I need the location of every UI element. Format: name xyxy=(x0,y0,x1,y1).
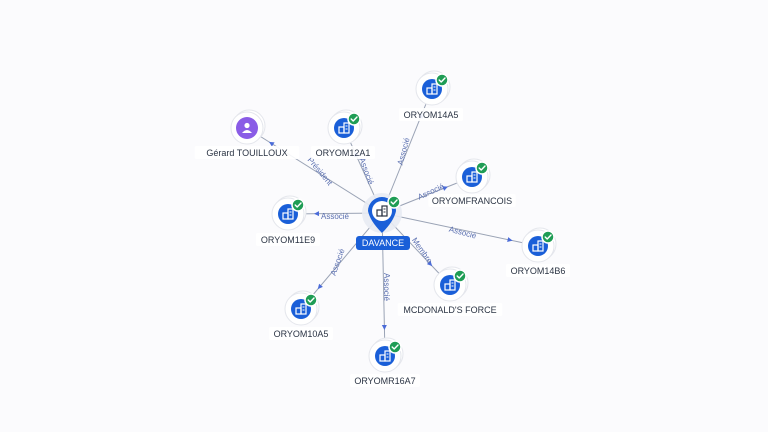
node-mcdonalds[interactable]: MCDONALD'S FORCE xyxy=(397,266,503,316)
edge-arrow-oryomr16a7 xyxy=(381,324,387,331)
node-label: ORYOMFRANCOIS xyxy=(432,196,512,206)
center-node[interactable]: DAVANCE xyxy=(356,193,410,250)
node-oryom10a5[interactable]: ORYOM10A5 xyxy=(268,290,334,340)
verified-check-icon xyxy=(387,195,401,209)
verified-check-icon xyxy=(388,340,402,354)
edge-label-mcdonalds: Membre xyxy=(410,236,435,266)
building-icon xyxy=(282,208,294,220)
node-oryom11e9[interactable]: ORYOM11E9 xyxy=(255,195,321,246)
node-label: Gérard TOUILLOUX xyxy=(206,148,287,158)
building-icon xyxy=(466,171,478,183)
building-icon xyxy=(376,205,388,217)
building-icon xyxy=(426,83,438,95)
edge-label-oryom14b6: Associé xyxy=(448,225,478,241)
edge-label-oryomr16a7: Associé xyxy=(382,273,391,302)
verified-check-icon xyxy=(435,73,449,87)
node-label: ORYOM11E9 xyxy=(261,235,315,245)
verified-check-icon xyxy=(453,269,467,283)
node-gerard[interactable]: Gérard TOUILLOUX xyxy=(194,109,300,159)
verified-check-icon xyxy=(347,112,361,126)
edge-label-oryom14a5: Associé xyxy=(396,136,412,166)
node-oryom14b6[interactable]: ORYOM14B6 xyxy=(505,227,571,277)
node-label: ORYOM12A1 xyxy=(316,148,371,158)
verified-check-icon xyxy=(541,230,555,244)
edge-label-oryom12a1: Associé xyxy=(357,156,375,186)
building-icon xyxy=(295,303,307,315)
verified-check-icon xyxy=(304,293,318,307)
building-icon xyxy=(532,240,544,252)
node-label: ORYOMR16A7 xyxy=(354,376,415,386)
node-label: ORYOM14A5 xyxy=(404,110,459,120)
center-label: DAVANCE xyxy=(362,238,404,248)
verified-check-icon xyxy=(291,198,305,212)
node-oryomfrancois[interactable]: ORYOMFRANCOIS xyxy=(428,158,516,207)
edge-arrow-gerard xyxy=(269,141,275,147)
edge-arrow-oryom11e9 xyxy=(313,211,320,217)
node-oryomr16a7[interactable]: ORYOMR16A7 xyxy=(350,337,420,387)
edge-arrow-oryomfrancois xyxy=(442,186,448,191)
verified-check-icon xyxy=(475,161,489,175)
node-oryom14a5[interactable]: ORYOM14A5 xyxy=(398,70,464,121)
edge-arrow-oryom10a5 xyxy=(317,283,323,290)
building-icon xyxy=(379,350,391,362)
edge-oryom10a5 xyxy=(300,212,383,310)
edge-arrow-oryom14b6 xyxy=(507,237,513,243)
building-icon xyxy=(338,122,350,134)
edge-label-oryom10a5: Associé xyxy=(329,247,347,277)
edge-label-gerard: Président xyxy=(306,156,335,188)
person-icon xyxy=(242,122,252,133)
node-label: MCDONALD'S FORCE xyxy=(403,305,496,315)
node-label: ORYOM10A5 xyxy=(274,329,329,339)
node-oryom12a1[interactable]: ORYOM12A1 xyxy=(310,109,376,159)
node-label: ORYOM14B6 xyxy=(511,266,566,276)
edge-label-oryom11e9: Associé xyxy=(321,212,350,221)
building-icon xyxy=(444,279,456,291)
edge-arrow-mcdonalds xyxy=(426,260,433,267)
